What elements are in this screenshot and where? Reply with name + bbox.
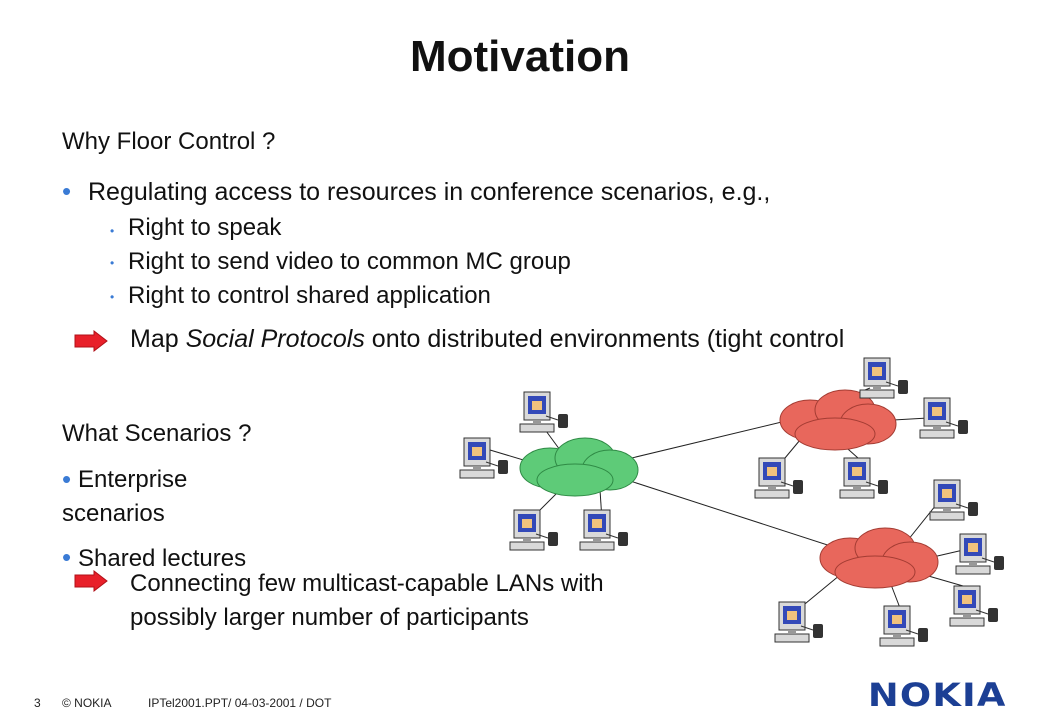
conclusion-lans-line1: Connecting few multicast-capable LANs wi…: [130, 570, 604, 597]
conclusion-lans-line2: possibly larger number of participants: [130, 604, 529, 631]
computer-icon: [955, 533, 1005, 575]
bullet-icon: •: [62, 464, 72, 494]
bullet-regulating: Regulating access to resources in confer…: [88, 178, 771, 206]
nokia-logo: NOKIA: [867, 676, 1006, 714]
computer-icon: [879, 605, 929, 647]
network-diagram: [459, 357, 1005, 647]
computer-icon: [459, 437, 509, 479]
computer-icon: [579, 509, 629, 551]
computer-icon: [509, 509, 559, 551]
section-heading-scenarios: What Scenarios ?: [62, 420, 252, 447]
sub-bullet-speak: Right to speak: [128, 214, 282, 241]
computer-icon: [919, 397, 969, 439]
participant-computers: [459, 357, 1005, 647]
sub-bullet-icon: •: [110, 290, 115, 304]
conclusion-text: Map: [130, 325, 186, 353]
computer-icon: [859, 357, 909, 399]
lan-cloud-green: [519, 437, 639, 497]
red-arrow-icon: [74, 570, 108, 592]
computer-icon: [519, 391, 569, 433]
sub-bullet-app: Right to control shared application: [128, 282, 491, 309]
lan-cloud-red-top: [779, 389, 897, 451]
computer-icon: [839, 457, 889, 499]
computer-icon: [774, 601, 824, 643]
bullet-enterprise: Enterprise: [78, 466, 188, 493]
computer-icon: [754, 457, 804, 499]
section-heading-why: Why Floor Control ?: [62, 128, 276, 155]
computer-icon: [929, 479, 979, 521]
bullet-shared-lectures: Shared lectures: [78, 545, 247, 572]
conclusion-social-protocols: Map Social Protocols onto distributed en…: [130, 325, 844, 354]
document-ref: IPTel2001.PPT/ 04-03-2001 / DOT: [148, 696, 332, 710]
sub-bullet-icon: •: [110, 224, 115, 238]
slide-title: Motivation: [410, 32, 630, 81]
page-number: 3: [34, 696, 41, 710]
computer-icon: [949, 585, 999, 627]
sub-bullet-video: Right to send video to common MC group: [128, 248, 571, 275]
bullet-icon: •: [62, 176, 72, 206]
conclusion-text: onto distributed environments (tight con…: [364, 325, 845, 353]
conclusion-italic: Social Protocols: [185, 325, 365, 353]
lan-cloud-red-bottom: [819, 527, 939, 589]
red-arrow-icon: [74, 330, 108, 352]
bullet-enterprise-cont: scenarios: [62, 500, 165, 527]
bullet-icon: •: [62, 542, 72, 572]
copyright: © NOKIA: [62, 696, 112, 710]
sub-bullet-icon: •: [110, 256, 115, 270]
